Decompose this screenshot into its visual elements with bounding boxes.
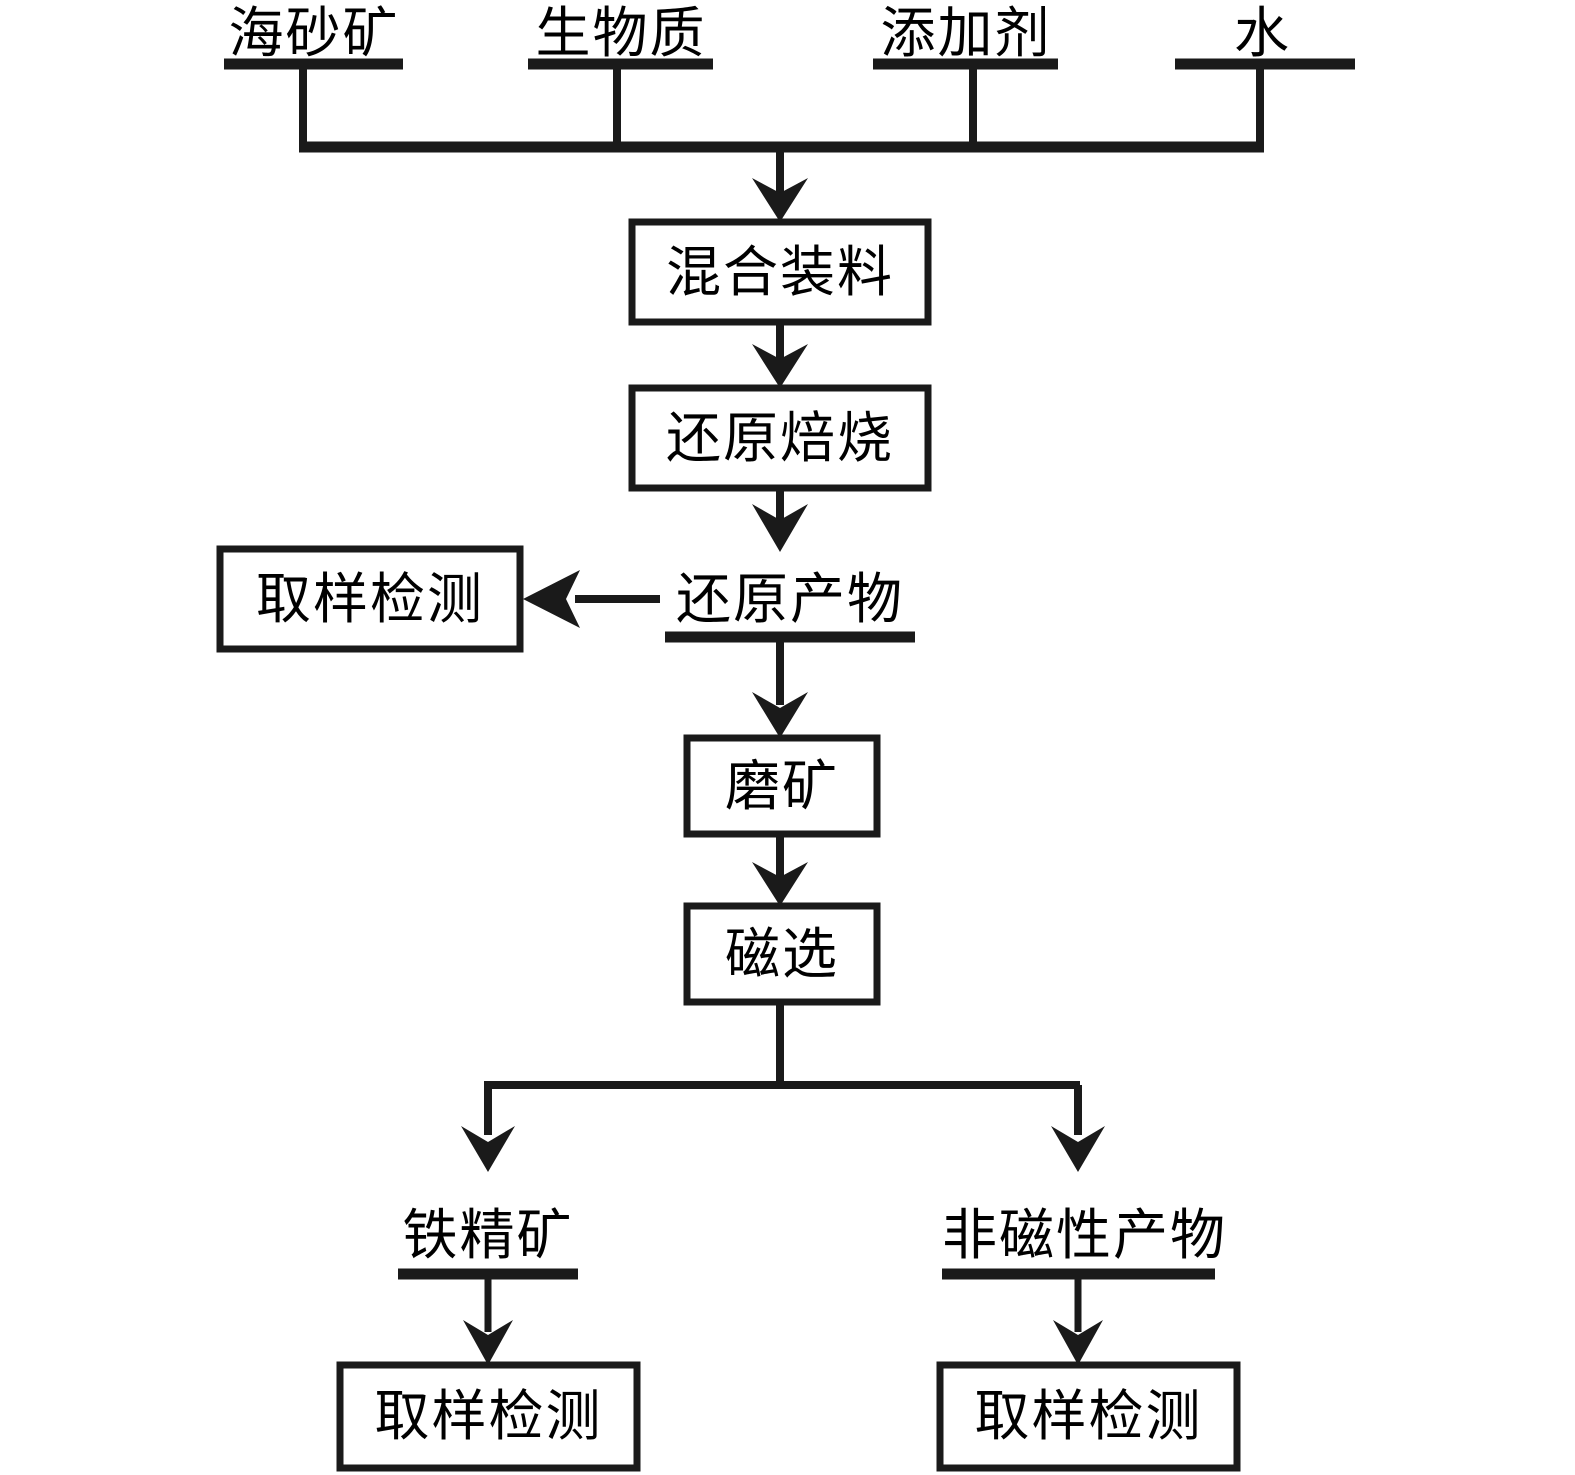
box-sampling-detection-nonmagnetic <box>936 1361 1241 1472</box>
product-label-non-magnetic: 非磁性产物 <box>942 1205 1228 1266</box>
arrowhead-to-non-magnetic <box>1051 1126 1105 1172</box>
arrowhead-to-magsep <box>752 862 808 906</box>
input-label-sea-sand-ore: 海砂矿 <box>228 3 400 64</box>
arrowhead-to-grinding <box>752 692 808 738</box>
box-label-reduction-roasting: 还原焙烧 <box>665 408 894 469</box>
arrowhead-to-sampling-nonmagnetic <box>1053 1320 1103 1365</box>
box-magnetic-separation <box>683 902 881 1006</box>
arrowhead-to-sampling-left <box>523 570 580 628</box>
product-label-reduction-product: 还原产物 <box>675 569 904 630</box>
box-label-grinding: 磨矿 <box>724 756 839 817</box>
input-label-water: 水 <box>1233 3 1291 64</box>
arrowhead-to-iron-concentrate <box>461 1126 515 1172</box>
box-sampling-detection-iron <box>336 1361 641 1472</box>
product-label-iron-concentrate: 铁精矿 <box>402 1205 574 1266</box>
box-label-sampling-detection-reduction: 取样检测 <box>255 569 484 630</box>
box-grinding <box>683 734 881 838</box>
arrowhead-to-mixing <box>752 178 808 222</box>
arrowhead-to-sampling-iron <box>463 1320 513 1365</box>
box-sampling-detection-reduction <box>216 545 524 653</box>
box-label-mixing-charging: 混合装料 <box>665 242 894 303</box>
box-mixing-charging <box>628 218 932 326</box>
arrowhead-to-roasting <box>752 344 808 388</box>
box-label-sampling-detection-nonmagnetic: 取样检测 <box>974 1386 1203 1447</box>
box-label-magnetic-separation: 磁选 <box>724 924 839 985</box>
input-label-additive: 添加剂 <box>880 3 1052 64</box>
input-label-biomass: 生物质 <box>535 3 707 64</box>
arrowhead-to-reduction-product <box>752 504 808 552</box>
box-label-sampling-detection-iron: 取样检测 <box>374 1386 603 1447</box>
